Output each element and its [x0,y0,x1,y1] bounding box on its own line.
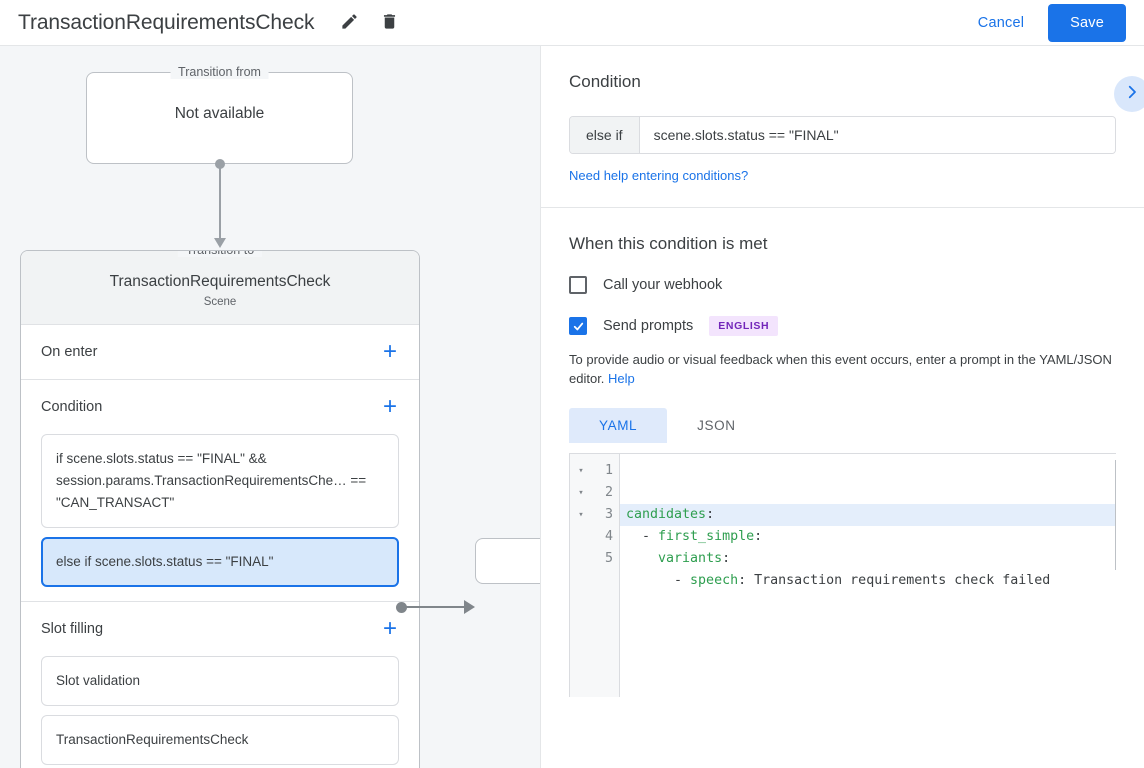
list-item[interactable]: else if scene.slots.status == "FINAL" [41,537,399,587]
line-number: 4 [604,529,613,544]
webhook-row[interactable]: Call your webhook [569,276,1116,294]
fold-toggle-icon[interactable]: ▾ [578,510,584,520]
flow-connector [214,159,226,249]
code-key: first_simple [658,529,755,544]
scene-header[interactable]: TransactionRequirementsCheck Scene [21,251,419,325]
editor-cursor-bar [1115,460,1116,570]
editor-fold-gutter[interactable]: ▾ ▾ ▾ [570,454,592,697]
code-line[interactable]: candidates: [620,504,1116,526]
pencil-icon [340,12,359,34]
page-title: TransactionRequirementsCheck [18,10,315,34]
code-key: speech [690,573,739,588]
add-icon[interactable]: + [382,393,397,420]
webhook-checkbox[interactable] [569,276,587,294]
code-line[interactable] [620,592,1116,614]
edit-name-button[interactable] [336,10,362,36]
editor-line-numbers: 1 2 3 4 5 [592,454,620,697]
code-indent: - [626,529,659,544]
code-key: candidates [626,507,707,522]
code-key: variants [658,551,723,566]
line-number: 1 [604,463,613,478]
code-line[interactable]: - first_simple: [620,526,1116,548]
condition-anchor-line [405,606,471,608]
code-editor[interactable]: ▾ ▾ ▾ 1 2 3 4 5 candidates: - first_simple: va… [569,453,1116,697]
connector-line [219,164,221,242]
condition-section: Condition else if Need help entering con… [541,46,1144,207]
code-indent: - [626,573,691,588]
line-number: 2 [604,485,613,500]
prompts-helper-text: To provide audio or visual feedback when… [569,350,1116,388]
transition-to-card: Transition to TransactionRequirementsChe… [20,250,420,768]
flow-panel: Transition from Not available Transition… [0,46,540,768]
delete-button[interactable] [376,10,402,36]
code-punct: : [722,551,731,566]
section-header: On enter + [41,325,399,379]
send-prompts-label: Send prompts [603,318,694,334]
code-line[interactable]: variants: [620,548,1116,570]
editor-code-area[interactable]: candidates: - first_simple: variants: - … [620,454,1116,697]
tab-yaml[interactable]: YAML [569,408,668,443]
code-punct: : [754,529,763,544]
top-bar: TransactionRequirementsCheck Cancel Save [0,0,1144,46]
condition-anchor-dot [396,602,407,613]
condition-anchor-arrow-icon [464,600,475,614]
list-item[interactable]: if scene.slots.status == "FINAL" && sess… [41,434,399,528]
editor-format-tabs: YAML JSON [569,408,1116,443]
condition-help-link[interactable]: Need help entering conditions? [569,168,749,183]
chevron-right-icon [1123,83,1141,106]
scene-section-condition: Condition + if scene.slots.status == "FINA… [21,380,419,602]
when-condition-met-section: When this condition is met Call your web… [541,208,1144,719]
section-label: Condition [41,399,103,415]
condition-section-title: Condition [569,72,641,91]
line-number: 5 [604,551,613,566]
add-icon[interactable]: + [382,615,397,642]
add-icon[interactable]: + [382,338,397,365]
condition-prefix-label: else if [570,117,640,153]
condition-input-row: else if [569,116,1116,154]
list-item[interactable]: Slot validation [41,656,399,706]
condition-expression-input[interactable] [639,117,1115,153]
details-panel: Condition else if Need help entering con… [540,46,1144,768]
send-prompts-row[interactable]: Send prompts ENGLISH [569,316,1116,336]
fold-spacer [570,548,592,570]
send-prompts-checkbox[interactable] [569,317,587,335]
transition-from-value: Not available [174,105,265,122]
prompts-helper-body: To provide audio or visual feedback when… [569,352,1112,386]
section-header: Condition + [41,380,399,434]
when-met-title: When this condition is met [569,234,768,253]
scene-type: Scene [203,296,237,308]
cancel-button[interactable]: Cancel [966,7,1036,39]
code-punct: : [706,507,715,522]
section-label: Slot filling [41,621,104,637]
code-line[interactable]: - speech: Transaction requirements check… [620,570,1116,592]
scene-name: TransactionRequirementsCheck [109,273,331,290]
list-item[interactable]: TransactionRequirementsCheck [41,715,399,765]
panel-divider [541,207,1144,208]
language-badge: ENGLISH [709,316,779,336]
code-punct: : [738,573,747,588]
section-items: if scene.slots.status == "FINAL" && sess… [41,434,399,601]
webhook-label: Call your webhook [603,277,723,293]
expand-panel-button[interactable] [1114,76,1144,112]
transition-from-legend: Transition from [170,65,269,79]
section-label: On enter [41,344,98,360]
section-header: Slot filling + [41,602,399,656]
fold-toggle-icon[interactable]: ▾ [578,466,584,476]
code-indent [626,551,658,566]
fold-toggle-icon[interactable]: ▾ [578,488,584,498]
transition-from-card[interactable]: Transition from Not available [86,65,353,164]
trash-icon [380,12,399,34]
save-button[interactable]: Save [1048,3,1126,42]
transition-to-legend: Transition to [177,251,263,257]
tab-json[interactable]: JSON [697,418,736,433]
scene-sections: On enter + Condition + if scene.slots.status… [21,325,419,768]
connector-arrow-icon [214,238,226,248]
scene-section-on-enter: On enter + [21,325,419,380]
prompts-help-link[interactable]: Help [608,371,635,386]
code-value: Transaction requirements check failed [746,573,1051,588]
fold-spacer [570,526,592,548]
line-number: 3 [604,507,613,522]
